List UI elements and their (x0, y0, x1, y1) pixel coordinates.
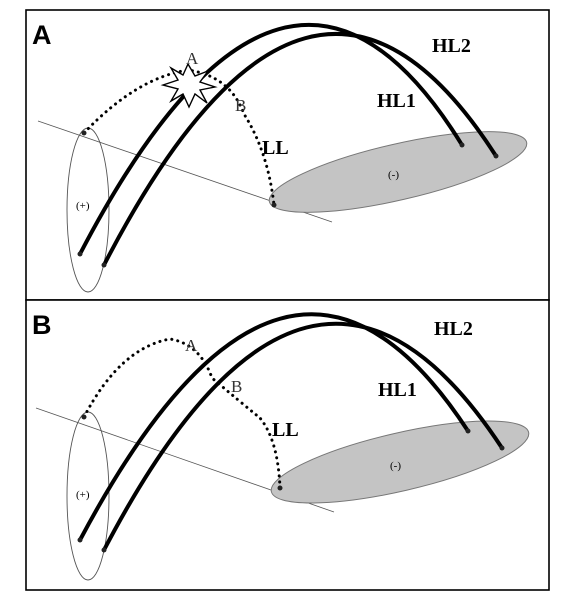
hl2-label: HL2 (432, 35, 471, 57)
hl2-label: HL2 (434, 318, 473, 340)
point-b-label: B (235, 96, 246, 115)
footpoint (101, 262, 107, 268)
footpoint (271, 202, 277, 208)
footpoint (77, 537, 83, 543)
footpoint (493, 153, 499, 159)
negative-polarity-label: (-) (388, 169, 399, 181)
panel-a-letter: A (32, 20, 52, 50)
point-a-label: A (186, 49, 199, 68)
footpoint (81, 414, 87, 420)
ll-label: LL (262, 137, 289, 159)
high-loop-hl1 (78, 312, 470, 542)
positive-polarity-label: (+) (76, 200, 90, 212)
point-a-label: A (185, 336, 198, 355)
hl1-label: HL1 (378, 379, 417, 401)
hl1-label: HL1 (377, 90, 416, 112)
panel-b-letter: B (32, 310, 52, 340)
ll-label: LL (272, 419, 299, 441)
panel-a: A (+) (-) A B HL2 HL1 LL (25, 9, 550, 301)
high-loop-hl2 (102, 31, 498, 267)
low-loop-ll (82, 337, 282, 490)
panel-b: B (+) (-) A B HL2 HL1 LL (25, 299, 550, 591)
negative-polarity-region (268, 131, 528, 213)
footpoint (499, 445, 505, 451)
high-loop-hl1 (78, 22, 464, 256)
negative-polarity-region (270, 420, 530, 504)
footpoint (81, 130, 87, 136)
low-loop-ll (82, 68, 276, 207)
footpoint (465, 428, 471, 434)
negative-polarity-label: (-) (390, 460, 401, 472)
point-b-label: B (231, 377, 242, 396)
footpoint (459, 142, 465, 148)
footpoint (277, 485, 283, 491)
reconnection-burst-icon (160, 62, 218, 109)
footpoint (101, 547, 107, 553)
high-loop-hl2 (102, 321, 504, 552)
footpoint (77, 251, 83, 257)
positive-polarity-label: (+) (76, 489, 90, 501)
